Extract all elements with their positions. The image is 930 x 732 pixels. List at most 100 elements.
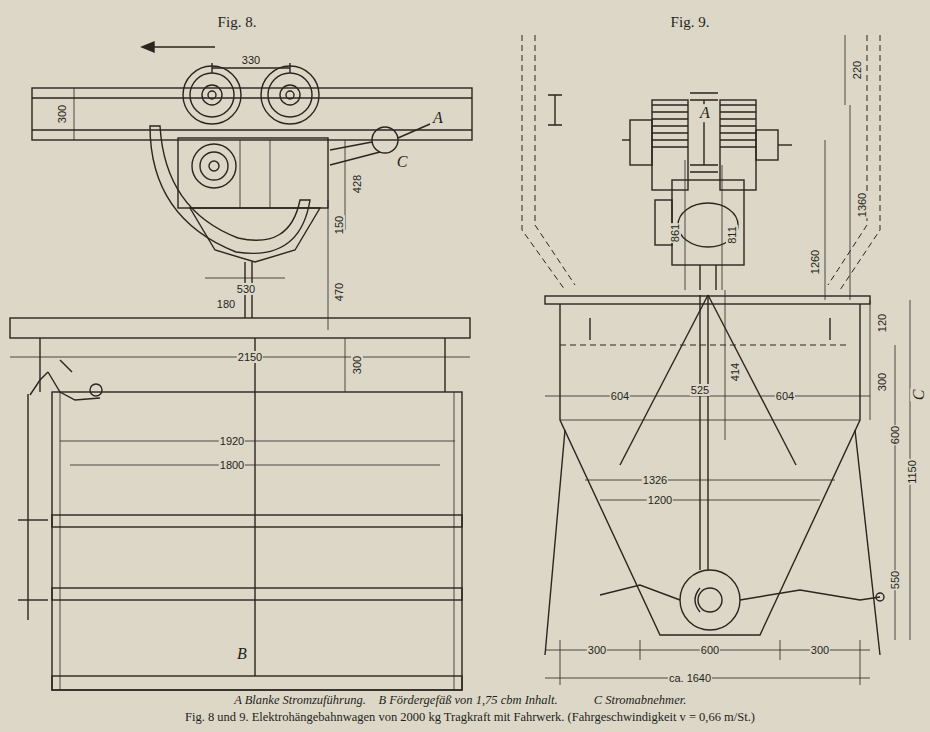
bucket-side-part [52,392,462,690]
bucket-end-view-part [829,318,830,340]
figure-number: Fig. 8. [217,14,258,31]
dimension-lines-fig9-part [860,640,861,685]
bucket-end-view-part [545,296,870,304]
bucket-end-view-part [695,588,700,612]
suspension-tripod-part [620,295,708,465]
gear-wheels [622,100,792,190]
drive-frame-part [150,126,310,253]
legend-key: B Fördergefäß von 1,75 cbm Inhalt. [377,694,558,708]
suspension-tripod-part [699,295,700,570]
bucket-end-view-part [855,430,880,655]
direction-arrow-part [150,46,215,47]
dimension-value: 600 [889,425,901,445]
dimension-value: 530 [236,283,256,295]
wheel-part [209,161,219,171]
rail-beam-part [32,88,472,140]
dimension-lines-fig9-part [640,640,641,660]
i-beam-part [690,93,718,172]
bucket-end-view [545,296,884,655]
wheel-part [200,152,228,180]
dimension-value: 330 [241,54,261,66]
dimension-lines-fig9-part [850,105,851,300]
dimension-lines-fig9-part [780,640,781,660]
wheel-part [208,91,216,99]
dimension-value: 525 [690,384,710,396]
direction-arrow-part [142,42,154,52]
frame-beam-part [10,318,470,338]
motor-part [672,180,744,265]
current-collector-part [330,152,380,165]
tipped-bucket-outline-part [535,35,575,285]
dimension-value: 300 [587,644,607,656]
tipped-bucket-outline-part [828,35,867,285]
motor-part [715,265,716,290]
dimension-value: 180 [216,298,236,310]
figure-caption: Fig. 8 und 9. Elektrohängebahnwagen von … [184,711,756,725]
wheel-part [192,144,236,188]
dimension-300-left-part [74,88,75,140]
tipping-lever-part [18,519,48,520]
dimension-value: 1360 [856,192,868,218]
dimension-value: 470 [333,282,345,302]
dimension-value: 120 [876,313,888,333]
bucket-side-part [60,392,61,690]
bucket-side-part [52,588,462,600]
bucket-end-view-part [876,593,884,601]
dimension-value: 300 [351,355,363,375]
bucket-end-view-part [560,304,860,635]
wheel-part [190,73,234,117]
bucket-end-view-part [589,318,590,340]
figure-number: Fig. 9. [670,14,711,31]
bucket-end-view-part [600,585,680,600]
dimension-lines-fig9-part [600,500,820,501]
bucket-end-view-part [740,590,880,600]
rail-beam [32,88,472,140]
tipping-lever-part [18,599,48,600]
dimension-value: 428 [351,174,363,194]
rail-beam-part [32,97,472,98]
dimension-value: 300 [56,104,68,124]
dimension-value: 1150 [906,459,918,485]
motor-part [699,265,700,290]
tipping-lever-part [60,360,72,372]
gear-wheels-part [622,139,630,140]
drive-frame [150,126,328,262]
tipping-lever-part [30,372,100,400]
bucket-side-part [52,676,462,690]
wheel-part [261,66,319,124]
dimension-lines-fig9 [545,35,910,685]
frame-beam-part [39,338,40,392]
gear-wheels-part [630,120,652,165]
bucket-side-part [254,392,255,676]
dimension-value: 604 [610,390,630,402]
dimension-lines-fig9-part [845,35,846,105]
dimension-value: ca. 1640 [668,672,712,684]
wheel-part [268,73,312,117]
dimension-lines-fig8-part [345,338,346,392]
frame-beam-part [444,338,445,392]
i-beam-part [548,95,562,125]
frame-beam-part [254,338,255,392]
dimension-value: 1326 [642,474,668,486]
gear-wheels-part [720,105,756,147]
gear-wheels-part [652,100,688,190]
motor [655,180,744,290]
gear-wheels-part [720,100,756,190]
dimension-value: 300 [876,372,888,392]
bucket-end-view-part [560,420,860,421]
dimension-value: 600 [700,644,720,656]
dimension-value: 150 [333,215,345,235]
dimension-value: 1920 [219,435,245,447]
bucket-side-part [52,515,462,527]
direction-arrow [142,42,215,52]
dimension-value: 414 [729,362,741,382]
part-letter: A [699,104,711,122]
part-letter: C [396,153,409,171]
dimension-lines-fig9-part [725,290,726,440]
wheel-part [183,66,241,124]
dimension-value: 1800 [219,459,245,471]
suspension-tripod-part [708,295,796,465]
suspension-tripod [620,295,796,570]
current-collector-part [330,142,372,150]
